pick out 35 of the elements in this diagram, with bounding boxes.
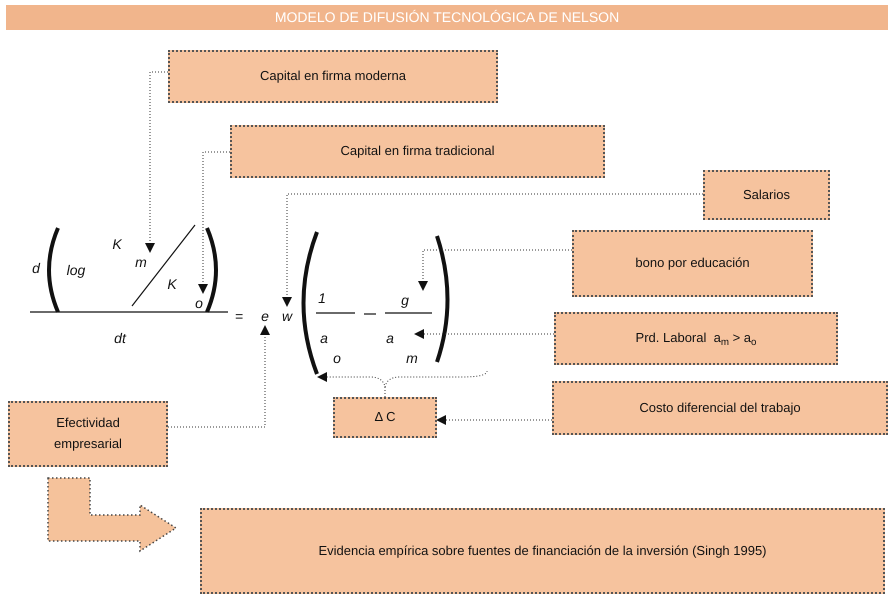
- formula-symbol: log: [66, 263, 86, 277]
- title-banner: MODELO DE DIFUSIÓN TECNOLÓGICA DE NELSON: [6, 5, 888, 30]
- concept-box: Capital en firma moderna: [168, 50, 498, 103]
- concept-box: Capital en firma tradicional: [230, 125, 605, 178]
- formula-symbol: o: [333, 351, 341, 365]
- formula-symbol: o: [192, 293, 206, 313]
- formula-symbol: g: [398, 290, 412, 310]
- concept-box: Efectividad empresarial: [8, 401, 168, 467]
- arrow: [414, 329, 554, 339]
- concept-box: Prd. Laboral a$_{m}$ > a$_{o}$: [554, 312, 838, 365]
- arrow: [436, 415, 552, 425]
- arrow: [198, 152, 230, 294]
- formula-symbol: a: [320, 331, 328, 345]
- formula-symbol: e: [258, 306, 272, 326]
- concept-box: Δ C: [333, 397, 437, 438]
- formula-symbol: 1: [318, 291, 326, 305]
- arrow: [317, 372, 386, 398]
- formula-symbol: =: [234, 309, 244, 323]
- arrow: [145, 72, 168, 253]
- formula-symbol: K: [167, 277, 177, 291]
- parenthesis: [302, 231, 319, 375]
- formula-symbol: dt: [114, 331, 126, 345]
- block-arrow: [47, 477, 178, 552]
- arrow: [282, 194, 704, 307]
- formula-symbol: w: [280, 306, 294, 326]
- concept-box: Evidencia empírica sobre fuentes de financiación de la inversión (Singh 1995): [200, 508, 885, 594]
- formula-symbol: m: [406, 351, 418, 365]
- formula-symbol: d: [32, 261, 40, 275]
- formula-symbol: a: [383, 328, 397, 348]
- concept-box: bono por educación: [572, 230, 813, 297]
- formula-symbol: K: [112, 237, 122, 251]
- concept-box: Costo diferencial del trabajo: [552, 381, 888, 435]
- arrow: [418, 250, 572, 291]
- formula-symbol: m: [134, 252, 148, 272]
- concept-box: Salarios: [703, 170, 830, 220]
